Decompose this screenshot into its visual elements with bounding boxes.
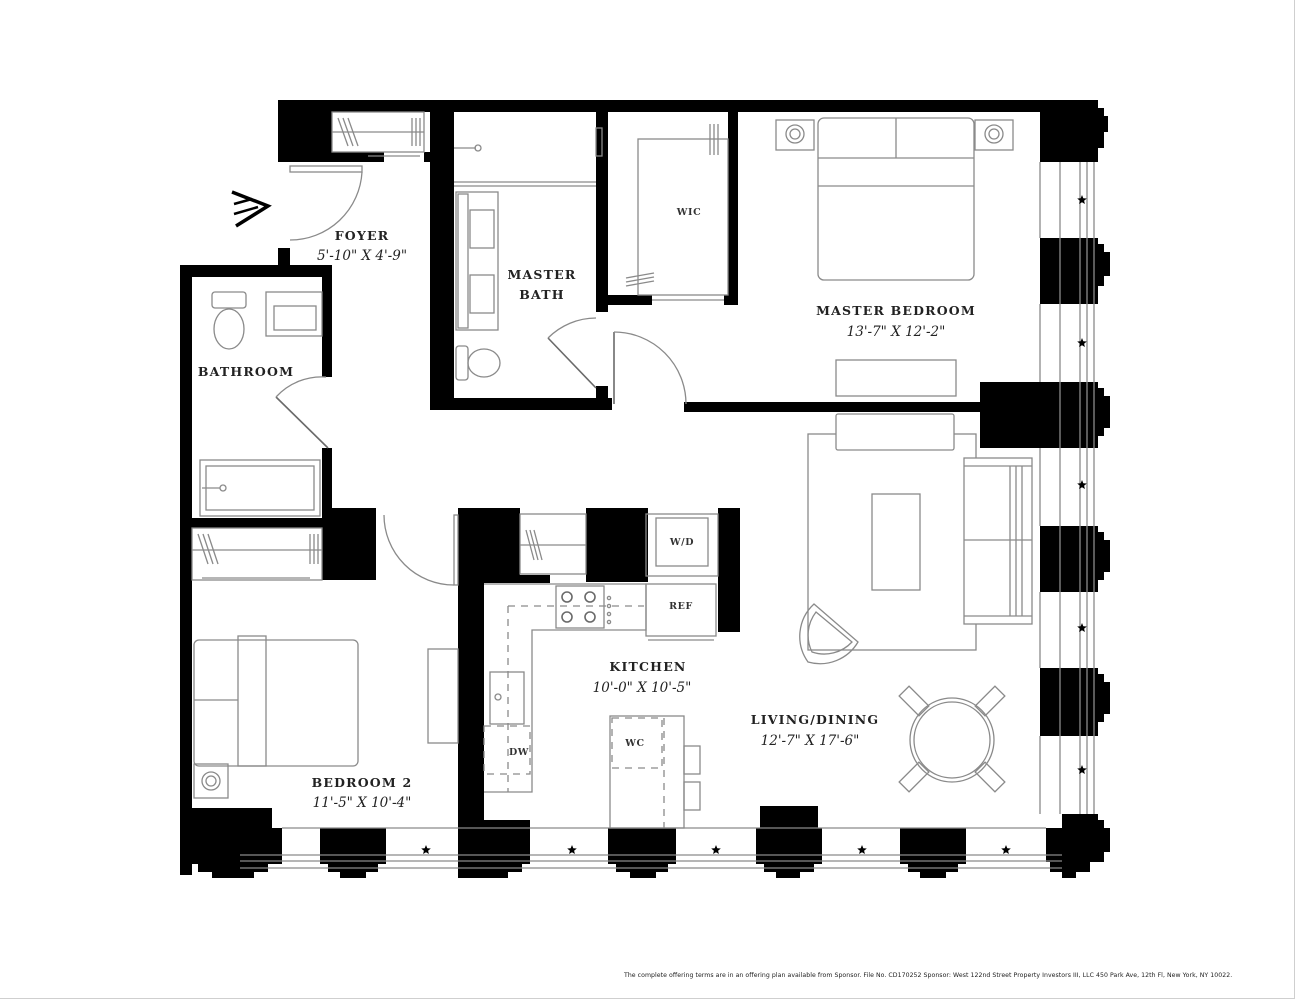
room-name-wic: WIC — [676, 207, 701, 218]
foyer — [289, 111, 425, 241]
wic-fixtures — [613, 124, 729, 405]
room-name-master-bath-line1: MASTER — [508, 267, 577, 282]
room-dimensions-living-dining: 12'-7" X 17'-6" — [761, 733, 860, 749]
room-name-living-dining: LIVING/DINING — [751, 712, 880, 727]
master-bedroom-furniture — [775, 117, 1014, 397]
room-name-master-bath-line2: BATH — [519, 287, 565, 302]
living-dining-furniture — [799, 413, 1033, 793]
master-bath-fixtures — [454, 127, 603, 389]
fixture-label-washer-dryer: W/D — [669, 537, 694, 548]
room-name-foyer: FOYER — [335, 228, 390, 243]
facade-columns-right — [980, 100, 1110, 878]
room-dimensions-kitchen: 10'-0" X 10'-5" — [593, 680, 692, 696]
fixture-label-dishwasher: DW — [509, 747, 529, 758]
room-dimensions-master-bedroom: 13'-7" X 12'-2" — [847, 324, 946, 340]
bathroom-fixtures — [199, 291, 329, 517]
offering-disclaimer: The complete offering terms are in an of… — [624, 972, 1233, 979]
fixture-label-wine-cooler: WC — [624, 738, 644, 749]
room-name-master-bedroom: MASTER BEDROOM — [816, 303, 976, 318]
window-mullion-stars — [421, 195, 1087, 854]
windows-right — [1039, 162, 1095, 814]
room-name-bedroom2: BEDROOM 2 — [312, 775, 413, 790]
room-name-bathroom: BATHROOM — [198, 364, 294, 379]
walls — [180, 100, 1098, 878]
kitchen-fixtures — [483, 513, 719, 829]
room-name-kitchen: KITCHEN — [609, 659, 686, 674]
bedroom2-furniture — [191, 514, 459, 799]
room-dimensions-bedroom2: 11'-5" X 10'-4" — [313, 795, 412, 811]
entry-arrow-icon — [231, 190, 272, 228]
facade-columns-bottom — [180, 806, 966, 878]
room-labels: FOYER 5'-10" X 4'-9" MASTER BATH WIC MAS… — [198, 207, 976, 811]
room-dimensions-foyer: 5'-10" X 4'-9" — [317, 248, 407, 264]
fixture-label-refrigerator: REF — [669, 601, 693, 612]
